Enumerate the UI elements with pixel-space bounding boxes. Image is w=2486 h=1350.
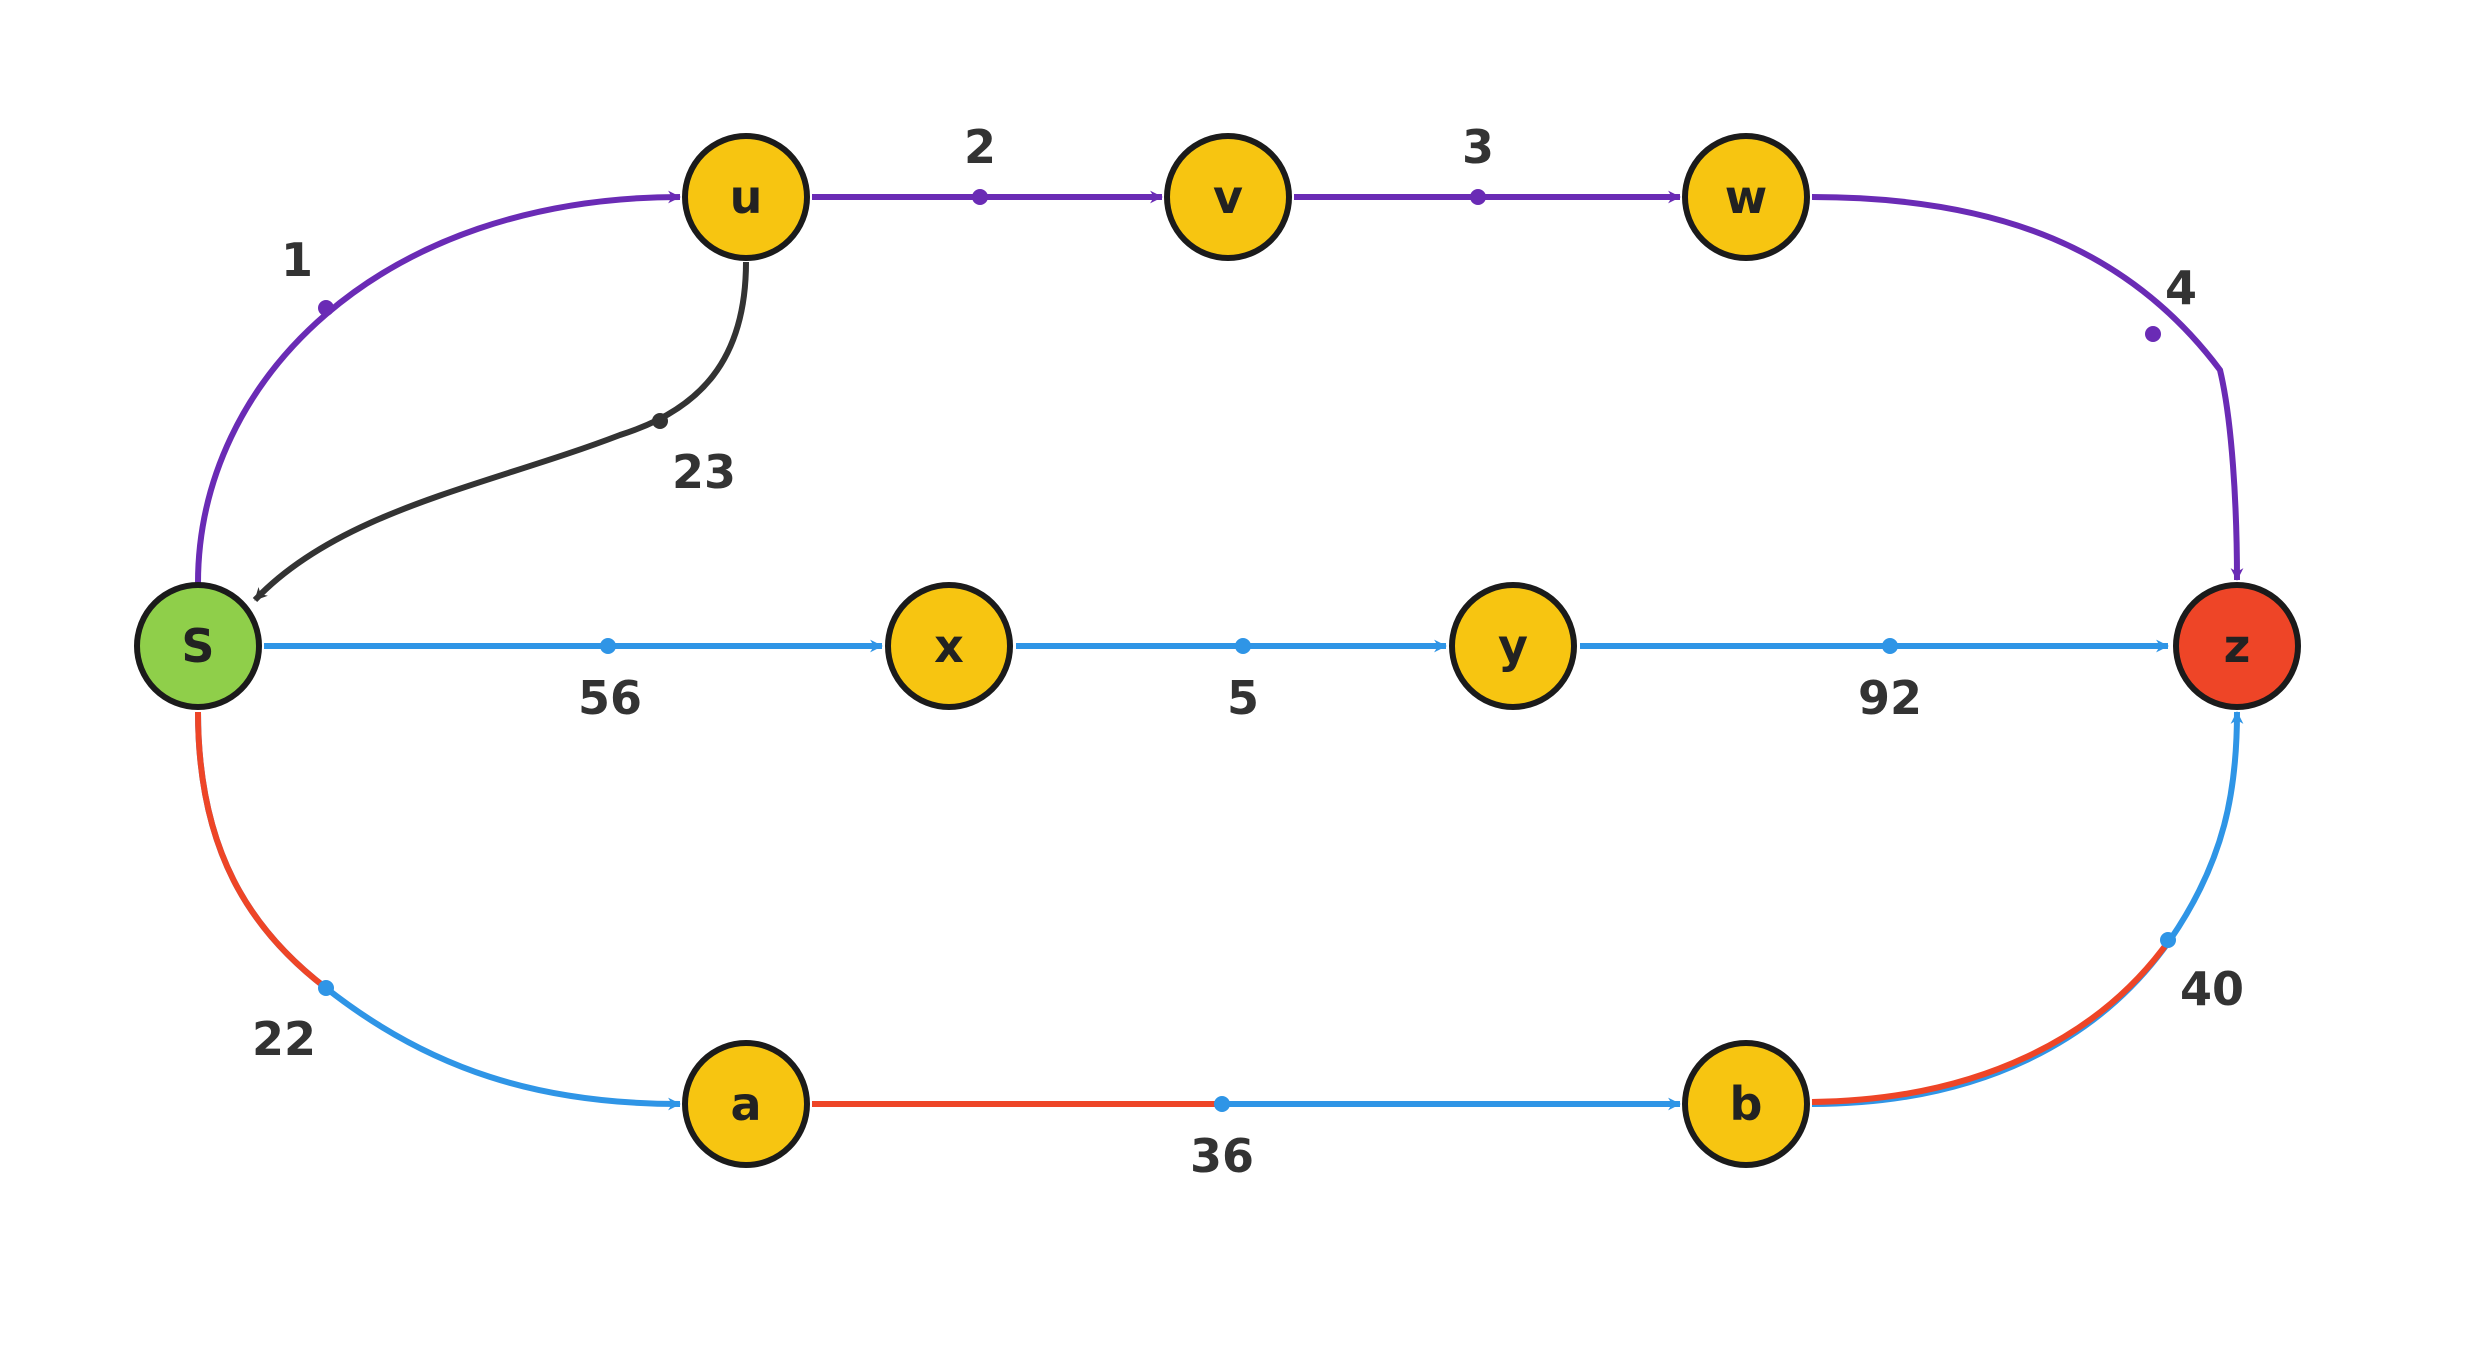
edge-b-z — [1811, 711, 2244, 1107]
edge-y-z — [1580, 638, 2169, 654]
edge-u-s — [252, 261, 749, 603]
edge-s-u — [195, 190, 681, 584]
edge-weight-u-s: 23 — [672, 445, 736, 499]
edge-a-b — [812, 1096, 1681, 1112]
node-u: u — [682, 133, 810, 261]
node-label-a: a — [730, 1077, 761, 1131]
node-y: y — [1449, 582, 1577, 710]
edge-s-a — [195, 711, 681, 1111]
node-label-b: b — [1730, 1077, 1763, 1131]
node-label-s: S — [181, 619, 214, 673]
edge-weight-s-u: 1 — [281, 233, 313, 287]
node-label-x: x — [934, 619, 964, 673]
edge-weight-y-z: 92 — [1858, 671, 1922, 725]
node-x: x — [885, 582, 1013, 710]
edge-weight-s-x: 56 — [578, 671, 642, 725]
edge-weight-u-v: 2 — [964, 120, 996, 174]
edge-weight-v-w: 3 — [1462, 120, 1494, 174]
node-s: S — [134, 582, 262, 710]
node-z: z — [2173, 582, 2301, 710]
node-label-v: v — [1213, 170, 1243, 224]
edge-weight-s-a: 22 — [252, 1012, 316, 1066]
node-label-u: u — [730, 170, 763, 224]
edge-weight-a-b: 36 — [1190, 1129, 1254, 1183]
node-label-z: z — [2224, 619, 2251, 673]
node-label-y: y — [1498, 619, 1528, 673]
edge-weight-b-z: 40 — [2180, 962, 2244, 1016]
edge-s-x — [264, 638, 883, 654]
edge-weight-x-y: 5 — [1227, 671, 1259, 725]
node-label-w: w — [1725, 170, 1768, 224]
node-a: a — [682, 1040, 810, 1168]
edge-w-z — [1811, 194, 2244, 581]
edge-weight-w-z: 4 — [2165, 261, 2197, 315]
node-v: v — [1164, 133, 1292, 261]
node-w: w — [1682, 133, 1810, 261]
node-b: b — [1682, 1040, 1810, 1168]
edge-v-w — [1294, 189, 1681, 205]
edge-u-v — [812, 189, 1163, 205]
edge-x-y — [1016, 638, 1447, 654]
